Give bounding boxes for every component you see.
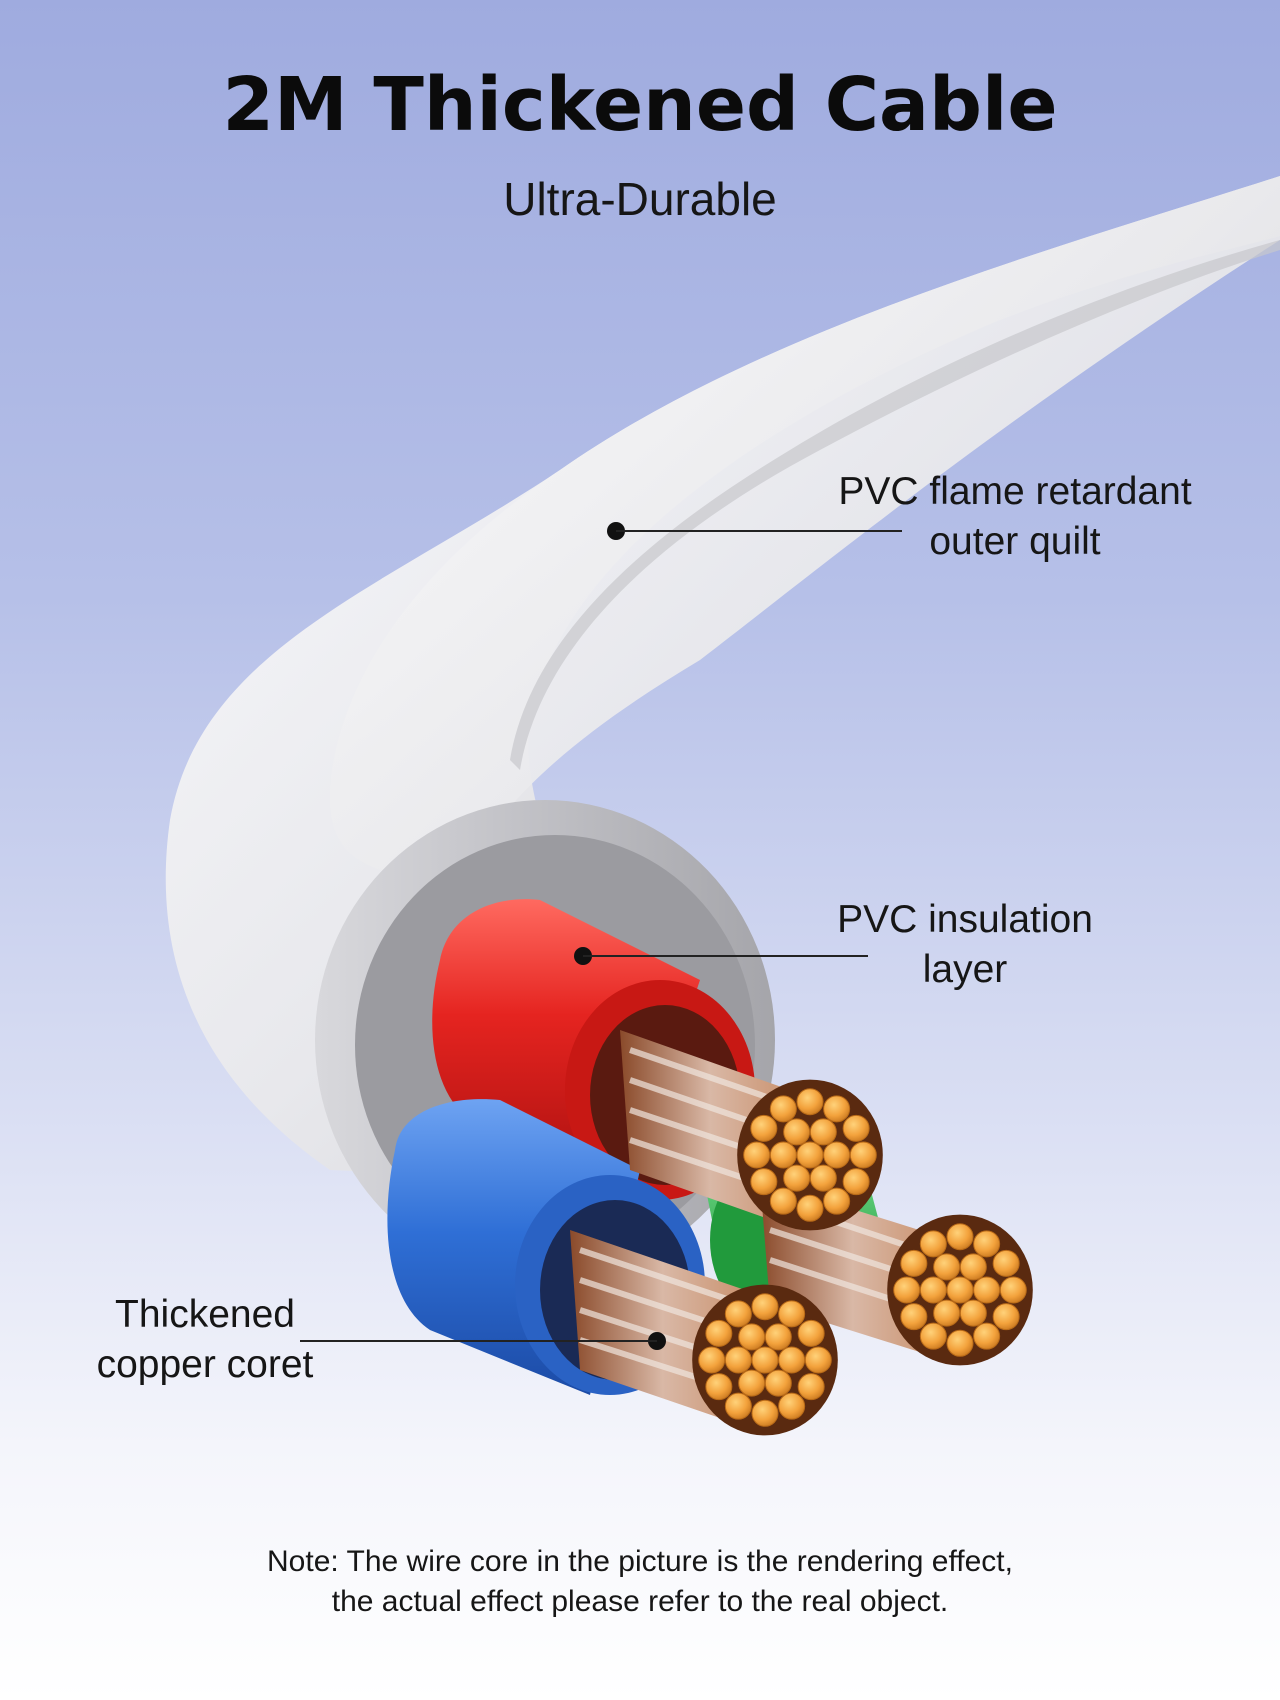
copper-strand-end <box>992 1249 1020 1277</box>
disclaimer-note: Note: The wire core in the picture is th… <box>0 1542 1280 1622</box>
copper-strand-end <box>769 1095 797 1123</box>
copper-strand-end <box>823 1095 851 1123</box>
copper-strand-end <box>724 1392 752 1420</box>
copper-strand-end <box>946 1329 974 1357</box>
copper-strand-end <box>797 1319 825 1347</box>
callout-outer-sheath-label: PVC flame retardant outer quilt <box>815 467 1215 567</box>
callout-copper-label: Thickened copper coret <box>70 1290 340 1390</box>
copper-strand-end <box>796 1088 824 1116</box>
copper-core-end-green <box>887 1214 1033 1366</box>
copper-strand-end <box>900 1249 928 1277</box>
copper-strand-end <box>959 1299 987 1327</box>
copper-strand-end <box>778 1346 806 1374</box>
copper-strand-end <box>946 1276 974 1304</box>
copper-strand-end <box>933 1299 961 1327</box>
copper-strand-end <box>750 1114 778 1142</box>
callout-outer-leader <box>607 522 902 540</box>
copper-strand-end <box>750 1168 778 1196</box>
copper-strand-end <box>738 1369 766 1397</box>
copper-strand-end <box>796 1194 824 1222</box>
copper-strand-end <box>809 1118 837 1146</box>
copper-strand-end <box>751 1399 779 1427</box>
callout-insulation-line-2: layer <box>922 948 1008 991</box>
copper-strand-end <box>823 1187 851 1215</box>
callout-outer-line-1: PVC flame retardant <box>838 470 1192 513</box>
copper-strand-end <box>724 1346 752 1374</box>
callout-copper-leader <box>300 1332 666 1350</box>
callout-insulation-leader <box>574 947 868 965</box>
copper-strand-end <box>959 1253 987 1281</box>
copper-strand-end <box>738 1323 766 1351</box>
copper-strand-end <box>796 1141 824 1169</box>
copper-strand-end <box>999 1276 1027 1304</box>
callout-outer-line-2: outer quilt <box>929 520 1101 563</box>
copper-strand-end <box>764 1323 792 1351</box>
copper-strand-end <box>797 1373 825 1401</box>
copper-strand-end <box>919 1276 947 1304</box>
copper-strand-end <box>764 1369 792 1397</box>
copper-strand-end <box>919 1322 947 1350</box>
callout-copper-line-1: Thickened <box>115 1293 295 1336</box>
callout-copper-line-2: copper coret <box>96 1343 314 1386</box>
page-subtitle: Ultra-Durable <box>503 173 777 225</box>
callout-insulation-line-1: PVC insulation <box>837 898 1093 941</box>
copper-strand-end <box>809 1164 837 1192</box>
copper-strand-end <box>973 1276 1001 1304</box>
copper-strand-end <box>823 1141 851 1169</box>
copper-strand-end <box>973 1230 1001 1258</box>
note-line-1: Note: The wire core in the picture is th… <box>267 1545 1013 1578</box>
copper-strand-end <box>778 1300 806 1328</box>
copper-strand-end <box>973 1322 1001 1350</box>
copper-strand-end <box>705 1319 733 1347</box>
page-title: 2M Thickened Cable <box>222 62 1058 148</box>
copper-strand-end <box>946 1223 974 1251</box>
copper-strand-end <box>842 1168 870 1196</box>
callout-insulation-label: PVC insulation layer <box>815 895 1115 995</box>
copper-strand-end <box>783 1118 811 1146</box>
copper-strand-end <box>769 1187 797 1215</box>
copper-core-end-blue <box>692 1284 838 1436</box>
copper-strand-end <box>842 1114 870 1142</box>
copper-strand-end <box>724 1300 752 1328</box>
copper-strand-end <box>769 1141 797 1169</box>
copper-strand-end <box>743 1141 771 1169</box>
copper-strand-end <box>849 1141 877 1169</box>
copper-strand-end <box>919 1230 947 1258</box>
note-line-2: the actual effect please refer to the re… <box>331 1585 949 1618</box>
copper-strand-end <box>900 1303 928 1331</box>
copper-strand-end <box>992 1303 1020 1331</box>
copper-strand-end <box>893 1276 921 1304</box>
copper-strand-end <box>698 1346 726 1374</box>
copper-strand-end <box>783 1164 811 1192</box>
copper-strand-end <box>778 1392 806 1420</box>
copper-core-end-red <box>737 1079 883 1231</box>
copper-strand-end <box>933 1253 961 1281</box>
copper-strand-end <box>804 1346 832 1374</box>
copper-strand-end <box>705 1373 733 1401</box>
copper-strand-end <box>751 1346 779 1374</box>
copper-strand-end <box>751 1293 779 1321</box>
